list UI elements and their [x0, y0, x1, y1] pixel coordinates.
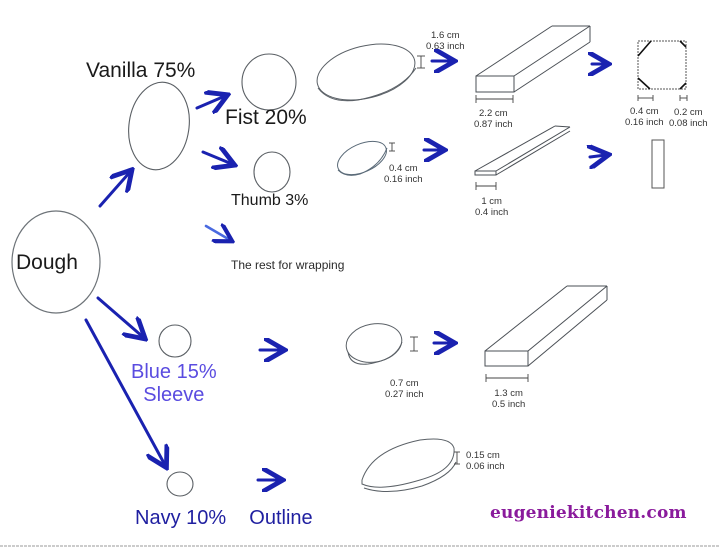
- dimension-arrow-icon: [475, 95, 514, 103]
- arrow-icon: [204, 226, 230, 240]
- dough-ball: [11, 210, 101, 314]
- fist-corner-small-dimension: 0.2 cm 0.08 inch: [669, 107, 708, 130]
- dimension-arrow-icon: [454, 451, 460, 465]
- dimension-arrow-icon: [485, 374, 529, 382]
- navy-sheet-dimension: 0.15 cm 0.06 inch: [466, 450, 505, 473]
- fist-disc: [316, 43, 417, 102]
- navy-outline: Outline: [249, 507, 313, 529]
- fist-disc-dimension: 1.6 cm 0.63 inch: [426, 30, 465, 53]
- blue-bar: [484, 285, 608, 367]
- navy-label: Navy 10% Outline: [135, 508, 313, 528]
- thumb-bar: [474, 125, 571, 176]
- fist-bar-dimension: 2.2 cm 0.87 inch: [474, 108, 513, 131]
- fist-label: Fist 20%: [225, 106, 307, 129]
- watermark-link[interactable]: eugeniekitchen.com: [490, 503, 687, 523]
- blue-bar-dimension: 1.3 cm 0.5 inch: [492, 388, 526, 411]
- thumb-ball: [253, 151, 291, 193]
- navy-sheet: [361, 438, 457, 492]
- dimension-arrow-icon: [417, 55, 425, 69]
- navy-percent: Navy 10%: [135, 507, 227, 529]
- fist-ball: [241, 53, 297, 111]
- vanilla-ball: [128, 81, 190, 171]
- thumb-cross-section: [651, 139, 665, 189]
- blue-label: Blue 15% Sleeve: [131, 361, 217, 407]
- thumb-disc: [337, 140, 388, 176]
- arrow-icon: [84, 61, 606, 480]
- dough-label: Dough: [16, 251, 78, 274]
- dimension-arrow-icon: [389, 142, 395, 152]
- navy-ball: [166, 471, 194, 497]
- vanilla-label: Vanilla 75%: [86, 59, 196, 82]
- blue-ball: [158, 324, 192, 358]
- wrapping-label: The rest for wrapping: [231, 258, 345, 272]
- fist-corner-large-dimension: 0.4 cm 0.16 inch: [625, 106, 664, 129]
- blue-disc-dimension: 0.7 cm 0.27 inch: [385, 378, 424, 401]
- thumb-bar-dimension: 1 cm 0.4 inch: [475, 196, 509, 219]
- thumb-disc-dimension: 0.4 cm 0.16 inch: [384, 163, 423, 186]
- dimension-arrow-icon: [410, 336, 418, 352]
- thumb-label: Thumb 3%: [231, 192, 309, 209]
- blue-sleeve: Sleeve: [143, 384, 205, 406]
- fist-cross-section: [637, 40, 688, 101]
- blue-disc: [345, 323, 403, 365]
- dimension-arrow-icon: [475, 182, 497, 190]
- blue-percent: Blue 15%: [131, 361, 217, 383]
- fist-bar: [475, 25, 591, 93]
